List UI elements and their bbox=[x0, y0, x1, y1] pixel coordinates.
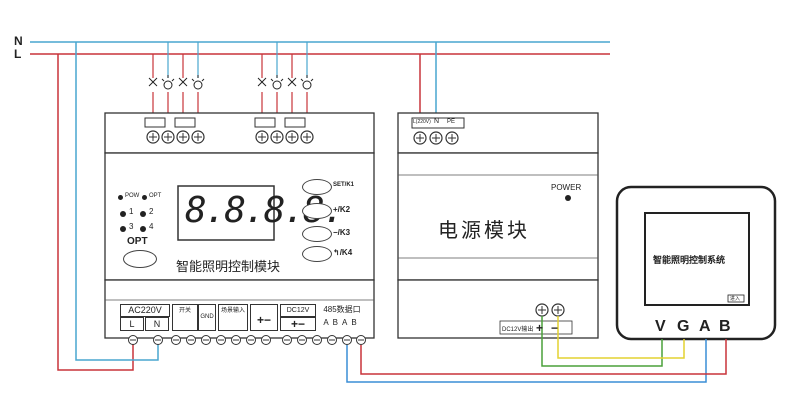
switch-lamp-symbols bbox=[148, 75, 314, 90]
dc12v-plus-minus: +− bbox=[280, 317, 316, 331]
panel-enter-button[interactable]: 进入 bbox=[730, 296, 741, 302]
led-3-label: 3 bbox=[129, 222, 134, 231]
display-frame bbox=[177, 185, 275, 241]
wire-yellow bbox=[557, 316, 685, 359]
enter-k4-button[interactable] bbox=[302, 246, 332, 262]
switch-input-label: 开关 bbox=[172, 304, 198, 331]
rs485-ab-labels: ABAB bbox=[316, 317, 368, 329]
opt-button[interactable] bbox=[123, 250, 157, 268]
psu-n-label: N bbox=[434, 118, 440, 125]
led-2 bbox=[140, 211, 146, 217]
minus-k3-button[interactable] bbox=[302, 226, 332, 242]
minus-k3-label: −/K3 bbox=[333, 228, 351, 237]
led-opt bbox=[142, 195, 147, 200]
panel-screen bbox=[644, 212, 750, 306]
plus-k2-button[interactable] bbox=[302, 203, 332, 219]
set-k1-button[interactable] bbox=[302, 179, 332, 195]
led-2-label: 2 bbox=[149, 207, 154, 216]
aux-plus-minus: +− bbox=[250, 304, 278, 331]
neutral-to-controller bbox=[75, 42, 159, 361]
plus-k2-label: +/K2 bbox=[333, 205, 351, 214]
psu-title: 电源模块 bbox=[438, 218, 530, 242]
wire-red bbox=[360, 339, 727, 375]
set-k1-label: SET/K1 bbox=[333, 182, 355, 188]
wire-green bbox=[541, 316, 663, 367]
terminal-n-label: N bbox=[145, 317, 169, 331]
controller-title: 智能照明控制模块 bbox=[176, 259, 281, 274]
relay-terminals bbox=[146, 130, 314, 144]
panel-screen-title: 智能照明控制系统 bbox=[653, 255, 726, 265]
rs485-b1-label: B bbox=[332, 318, 342, 327]
led-pow bbox=[118, 195, 123, 200]
relay-terminal-crosses bbox=[149, 133, 311, 141]
led-pow-label: POW bbox=[125, 193, 140, 199]
dc12v-label: DC12V bbox=[280, 304, 316, 317]
gnd-label: GND bbox=[198, 304, 216, 331]
relay-contacts bbox=[144, 117, 306, 128]
power-label: POWER bbox=[551, 183, 582, 192]
psu-input-label-box bbox=[411, 117, 465, 129]
panel-terminal-b: B bbox=[719, 318, 731, 335]
psu-dc-label: DC12V输出 bbox=[502, 327, 534, 333]
enter-k4-label: ↰/K4 bbox=[333, 248, 353, 257]
neutral-label: N bbox=[14, 34, 23, 48]
led-3 bbox=[120, 226, 126, 232]
power-led bbox=[565, 195, 571, 201]
rs485-b2-label: B bbox=[351, 318, 361, 327]
psu-pe-label: PE bbox=[447, 119, 456, 125]
led-4 bbox=[140, 226, 146, 232]
live-label: L bbox=[14, 47, 22, 61]
panel-terminal-v: V bbox=[655, 318, 666, 335]
live-to-controller bbox=[57, 54, 134, 371]
opt-label: OPT bbox=[127, 236, 148, 247]
psu-face bbox=[397, 152, 599, 281]
panel-terminal-g: G bbox=[677, 318, 690, 335]
panel-terminal-a: A bbox=[699, 318, 711, 335]
ac220v-label: AC220V bbox=[120, 304, 170, 317]
led-opt-label: OPT bbox=[149, 193, 162, 199]
psu-dc-plus-minus: +− bbox=[536, 321, 567, 335]
led-4-label: 4 bbox=[149, 222, 154, 231]
rs485-a1-label: A bbox=[323, 318, 333, 327]
terminal-l-label: L bbox=[120, 317, 144, 331]
scene-input-label: 场景输入 bbox=[218, 304, 248, 331]
rs485-label: 485数据口 bbox=[323, 305, 361, 314]
led-1 bbox=[120, 211, 126, 217]
psu-l-label: L(220V) bbox=[413, 119, 431, 125]
wire-blue bbox=[346, 339, 707, 383]
led-1-label: 1 bbox=[129, 207, 134, 216]
rs485-a2-label: A bbox=[342, 318, 352, 327]
